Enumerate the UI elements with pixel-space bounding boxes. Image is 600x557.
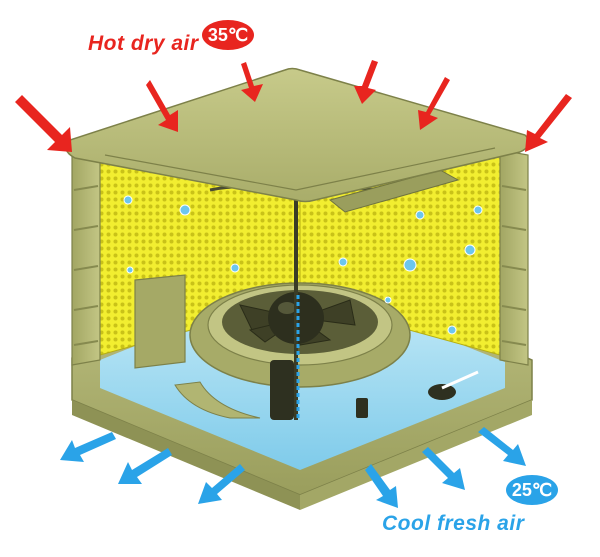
fan-base-steps: [174, 381, 261, 419]
hot-air-temperature-badge: 35℃: [202, 20, 254, 50]
control-box: [134, 274, 186, 369]
water-droplets: [123, 169, 483, 335]
roof-inner-edge: [104, 147, 496, 191]
hot-air-arrow: [354, 60, 378, 104]
hot-air-arrow: [241, 62, 263, 102]
cool-air-arrow: [422, 447, 465, 490]
drain-fitting: [356, 398, 368, 418]
housing-wall-right: [499, 149, 529, 366]
float-arm: [441, 370, 479, 390]
fan-motor-hub-highlight: [278, 302, 296, 314]
cool-air-arrow: [118, 448, 172, 484]
base-front-left-face: [72, 400, 300, 510]
cool-air-arrow: [60, 432, 116, 462]
hot-air-label: Hot dry air: [88, 32, 199, 55]
hot-air-arrow: [525, 94, 572, 152]
housing-wall-left-ribs: [73, 185, 99, 346]
hot-air-arrow: [15, 95, 72, 152]
water-pump: [270, 360, 294, 420]
housing-wall-right-ribs: [501, 185, 527, 346]
cool-air-arrows: [60, 427, 526, 508]
base-front-right-face: [300, 400, 532, 510]
housing-wall-left: [71, 149, 101, 366]
float-valve: [428, 384, 456, 400]
roof: [65, 67, 530, 203]
cool-air-arrow: [365, 464, 398, 508]
cool-air-temperature-badge: 25℃: [506, 475, 558, 505]
hot-air-arrow: [146, 80, 178, 132]
hot-air-arrows: [15, 60, 572, 152]
cool-air-arrow: [478, 427, 526, 466]
hot-air-arrow: [418, 77, 450, 130]
cool-air-arrow: [198, 464, 245, 504]
cool-air-label: Cool fresh air: [382, 512, 525, 535]
